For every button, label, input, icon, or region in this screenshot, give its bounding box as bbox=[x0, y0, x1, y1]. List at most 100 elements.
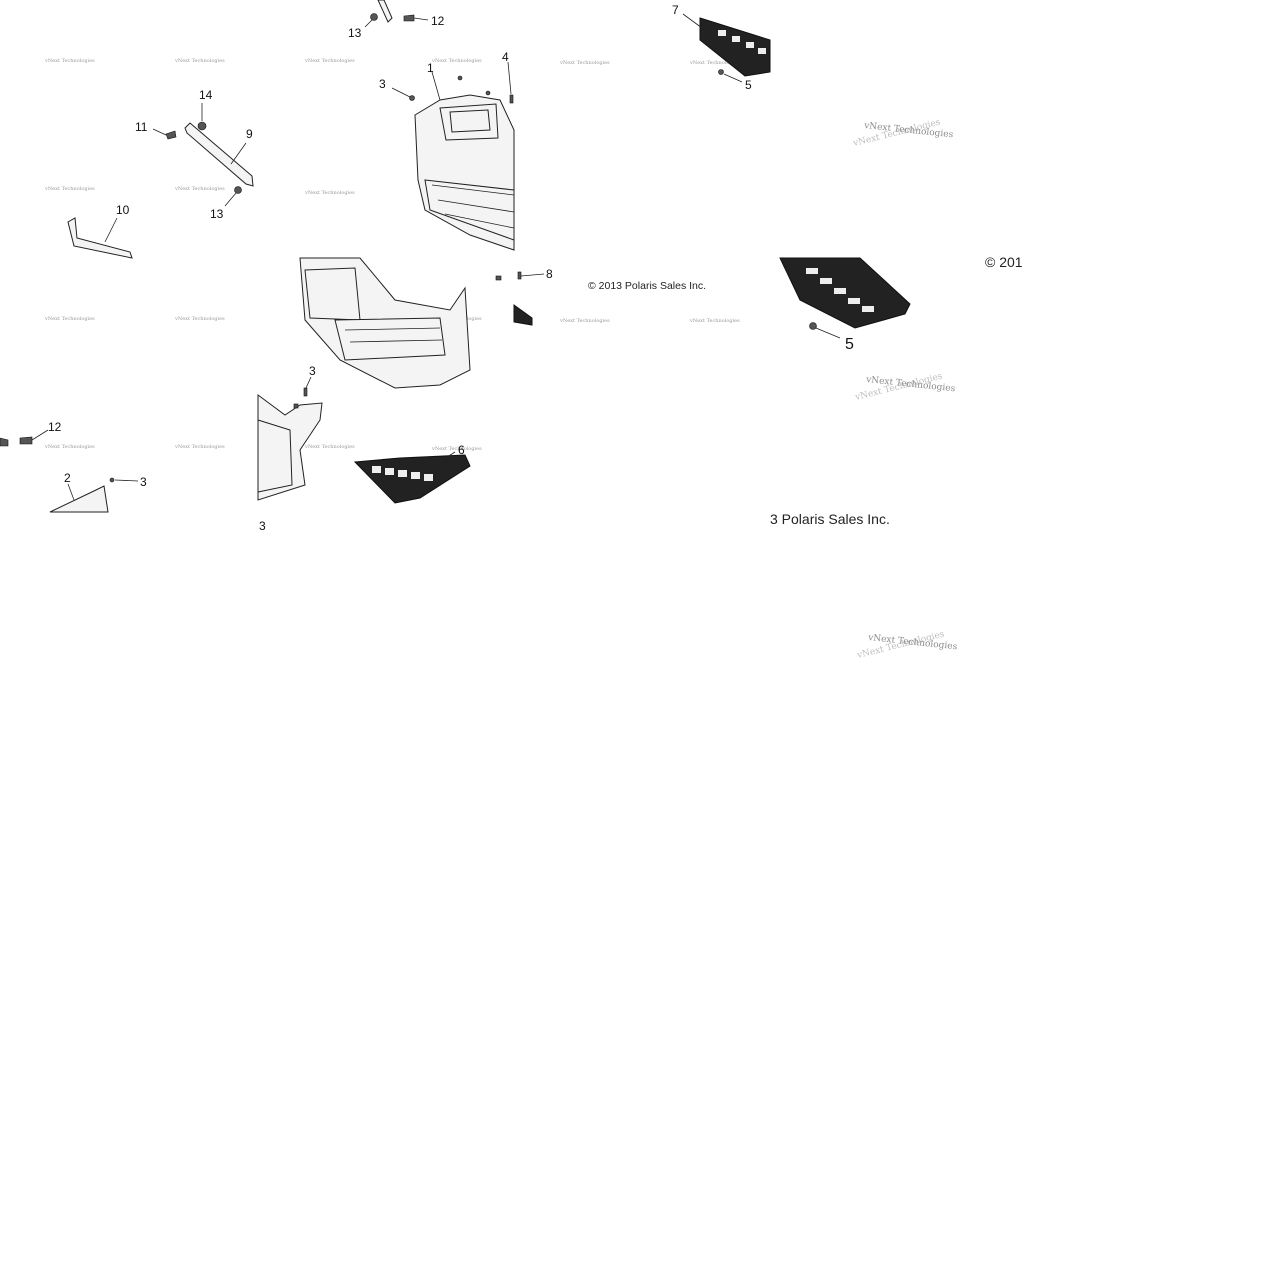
watermark: vNext Technologies bbox=[431, 446, 482, 452]
callout: 12 bbox=[431, 14, 445, 28]
callout: 9 bbox=[246, 127, 253, 141]
bracket-rod-10 bbox=[67, 217, 133, 259]
leader-line bbox=[723, 73, 743, 83]
bolt-fragment bbox=[0, 437, 9, 447]
footrest-slot bbox=[806, 268, 818, 274]
bolt-11 bbox=[165, 130, 177, 140]
callout: 2 bbox=[64, 471, 71, 485]
nut-14 bbox=[197, 121, 207, 131]
callout: 4 bbox=[502, 50, 509, 64]
screw bbox=[293, 403, 299, 409]
footrest-slot bbox=[820, 278, 832, 284]
footrest-tile-middle bbox=[779, 257, 911, 339]
leader-line bbox=[224, 192, 237, 207]
footwell-floor bbox=[424, 179, 515, 241]
footrest-slot bbox=[398, 470, 407, 477]
floor-rib bbox=[431, 184, 515, 196]
callout: 3 bbox=[259, 519, 266, 533]
bracket-tile-bottom bbox=[0, 429, 139, 513]
screw-3 bbox=[109, 477, 115, 483]
footwell-inner-panel bbox=[304, 267, 361, 321]
footwell-tile-top bbox=[391, 61, 515, 251]
screw bbox=[495, 275, 502, 281]
callout: 3 bbox=[379, 77, 386, 91]
watermark: vNext Technologies bbox=[174, 58, 225, 64]
callout: 3 bbox=[309, 364, 316, 378]
footrest-slot bbox=[732, 36, 740, 42]
floor-rib bbox=[437, 199, 515, 213]
watermark: vNext Technologies bbox=[174, 186, 225, 192]
copyright-notice-large: 3 Polaris Sales Inc. bbox=[770, 511, 890, 527]
footrest-slot bbox=[411, 472, 420, 479]
watermark: vNext Technologies bbox=[174, 316, 225, 322]
footrest-slot bbox=[385, 468, 394, 475]
watermark: vNext Technologies bbox=[304, 444, 355, 450]
callout: 5 bbox=[845, 336, 854, 353]
leader-line bbox=[31, 429, 49, 441]
washer-13-top bbox=[370, 13, 378, 21]
screw bbox=[485, 90, 491, 96]
callout: 12 bbox=[48, 420, 62, 434]
leader-line bbox=[682, 13, 703, 29]
watermark: vNext Technologies bbox=[304, 190, 355, 196]
leader-line bbox=[104, 217, 118, 243]
watermark-grid: vNext Technologies vNext Technologies vN… bbox=[44, 58, 740, 452]
callout: 7 bbox=[672, 3, 679, 17]
watermark: vNext Technologies bbox=[559, 318, 610, 324]
footrest-slot bbox=[758, 48, 766, 54]
leader-line bbox=[152, 128, 167, 136]
watermark: vNext Technologies bbox=[44, 444, 95, 450]
footrest-slot bbox=[848, 298, 860, 304]
footrest-7 bbox=[699, 17, 771, 77]
bracket-top-fragment bbox=[377, 0, 393, 23]
callout: 13 bbox=[348, 26, 362, 40]
screw-4 bbox=[509, 94, 514, 104]
copyright-notice-cut: © 201 bbox=[985, 254, 1023, 270]
leader-line bbox=[67, 483, 75, 501]
leader-line bbox=[431, 71, 441, 101]
footrest-slot bbox=[718, 30, 726, 36]
leader-line bbox=[507, 61, 512, 95]
watermark-large-group: vNext Technologies vNext Technologies vN… bbox=[851, 117, 958, 661]
footrest-slot bbox=[424, 474, 433, 481]
screw-3 bbox=[409, 95, 415, 101]
leader-line bbox=[520, 273, 545, 277]
callout: 13 bbox=[210, 207, 224, 221]
watermark: vNext Technologies bbox=[559, 60, 610, 66]
nut-5 bbox=[718, 69, 724, 75]
footrest-tile-top bbox=[682, 13, 771, 83]
footrest-slot bbox=[834, 288, 846, 294]
leader-line bbox=[364, 19, 373, 28]
watermark: vNext Technologies bbox=[689, 318, 740, 324]
leader-line bbox=[230, 142, 247, 165]
bolt-12-top bbox=[403, 14, 415, 22]
leader-line bbox=[413, 17, 429, 21]
copyright-notice: © 2013 Polaris Sales Inc. bbox=[588, 280, 706, 292]
leader-line bbox=[391, 87, 411, 98]
watermark: vNext Technologies bbox=[304, 58, 355, 64]
footrest-slot bbox=[862, 306, 874, 312]
bracket-assembly-tile bbox=[67, 0, 429, 259]
screw-3 bbox=[303, 387, 308, 397]
leader-line bbox=[429, 451, 456, 469]
callout-labels: 1 2 3 3 3 3 4 5 5 6 7 8 9 10 11 12 12 13… bbox=[48, 3, 854, 533]
callout: 6 bbox=[458, 443, 465, 457]
footrest-slot bbox=[746, 42, 754, 48]
watermark: vNext Technologies bbox=[174, 444, 225, 450]
bolt-12-bottom bbox=[19, 436, 33, 445]
watermark: vNext Technologies bbox=[44, 316, 95, 322]
footrest-fragment bbox=[513, 304, 533, 326]
callout: 3 bbox=[140, 475, 147, 489]
floor-rib bbox=[344, 327, 441, 331]
leader-line bbox=[305, 376, 312, 389]
bracket-part-2 bbox=[49, 485, 109, 513]
footwell-floor bbox=[334, 317, 446, 361]
watermark: vNext Technologies bbox=[689, 60, 740, 66]
floor-rib bbox=[349, 339, 443, 343]
callout: 8 bbox=[546, 267, 553, 281]
callout: 11 bbox=[135, 120, 148, 134]
washer-13 bbox=[234, 186, 242, 194]
callout: 10 bbox=[116, 203, 130, 217]
bracket-rod-9 bbox=[184, 122, 254, 187]
